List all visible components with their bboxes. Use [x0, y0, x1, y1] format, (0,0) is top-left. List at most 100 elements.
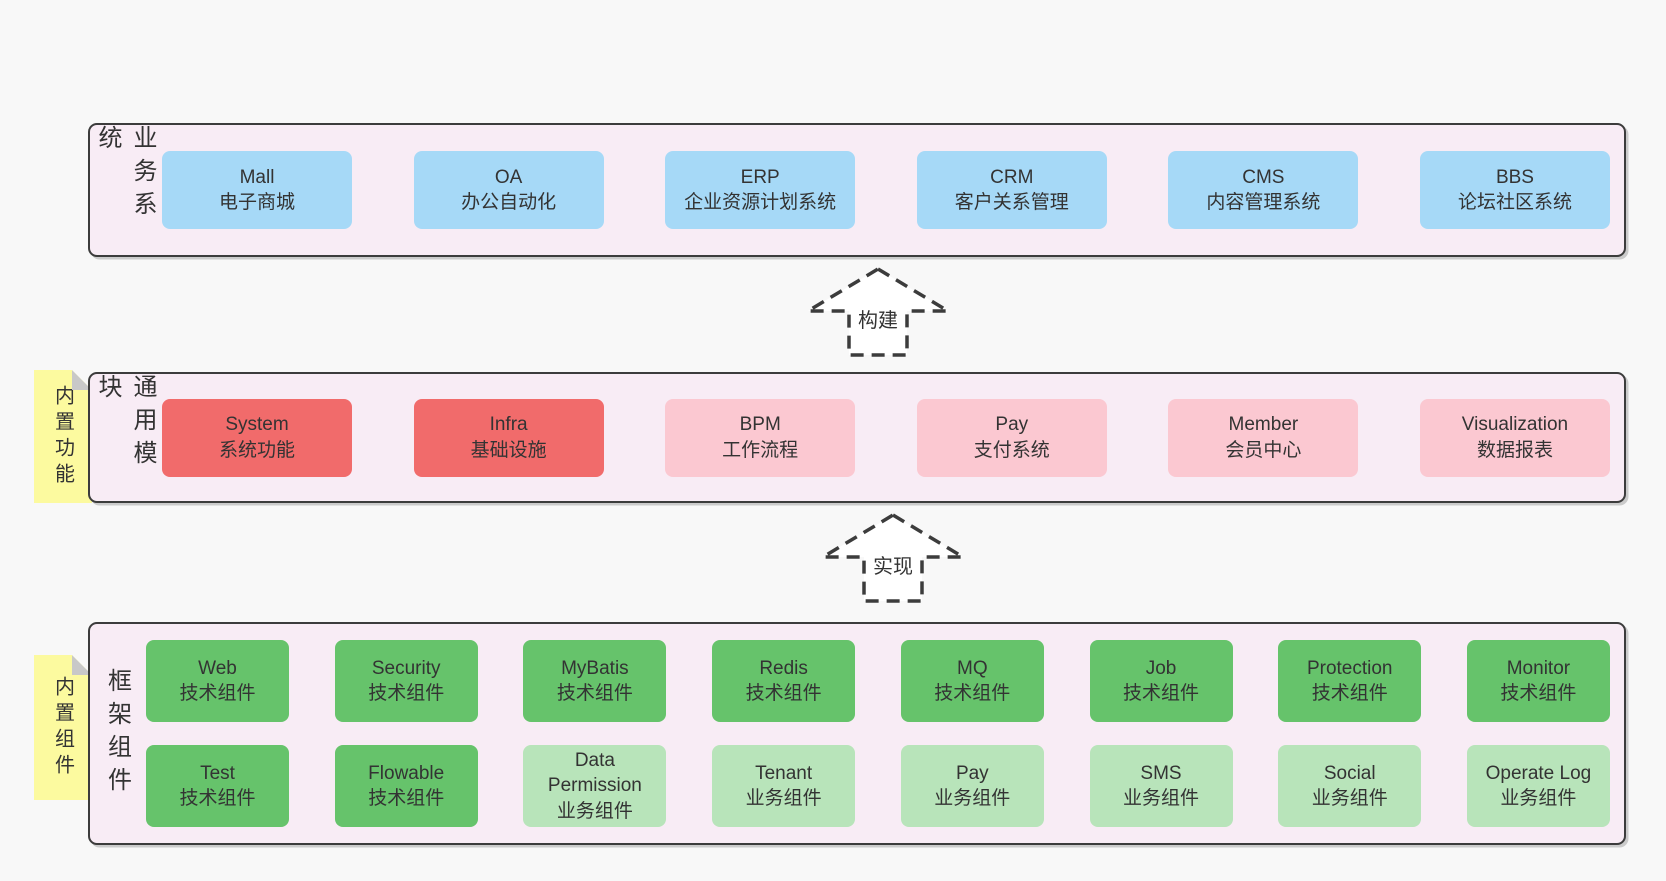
box-title: Pay: [995, 414, 1029, 436]
common-modules-boxes: System 系统功能 Infra 基础设施 BPM 工作流程 Pay 支付系统…: [160, 374, 1624, 501]
box-title: Member: [1228, 414, 1299, 436]
box-subtitle: 技术组件: [745, 683, 822, 704]
box-bpm: BPM 工作流程: [665, 398, 856, 477]
box-subtitle: 技术组件: [556, 683, 633, 704]
box-oa: OA 办公自动化: [413, 151, 604, 229]
box-visualization: Visualization 数据报表: [1419, 398, 1610, 477]
box-web: Web 技术组件: [146, 640, 289, 722]
box-subtitle: 技术组件: [1500, 683, 1577, 704]
box-social: Social 业务组件: [1278, 745, 1422, 827]
box-subtitle: 论坛社区系统: [1457, 192, 1572, 213]
box-redis: Redis 技术组件: [712, 640, 856, 722]
box-subtitle: 客户关系管理: [954, 192, 1069, 213]
box-subtitle: 数据报表: [1476, 439, 1553, 461]
box-job: Job 技术组件: [1089, 640, 1233, 722]
box-subtitle: 技术组件: [368, 788, 445, 809]
box-subtitle: 业务组件: [1500, 788, 1577, 809]
box-subtitle: 支付系统: [973, 439, 1050, 461]
box-subtitle: 工作流程: [722, 439, 799, 461]
box-title: SMS: [1140, 762, 1182, 784]
box-title: Data Permission: [547, 750, 642, 797]
box-title: Security: [371, 657, 441, 679]
box-title: Test: [200, 762, 235, 784]
box-mybatis: MyBatis 技术组件: [523, 640, 667, 722]
framework-components-band: 框架组件 Web 技术组件 Security 技术组件 MyBatis 技术组件…: [88, 622, 1626, 845]
box-title: BPM: [739, 414, 781, 436]
box-member: Member 会员中心: [1168, 398, 1359, 477]
box-flowable: Flowable 技术组件: [334, 745, 478, 827]
box-title: Protection: [1306, 657, 1393, 679]
box-subtitle: 业务组件: [745, 788, 822, 809]
box-subtitle: 系统功能: [218, 439, 295, 461]
box-title: Social: [1323, 762, 1376, 784]
box-subtitle: 业务组件: [1311, 788, 1388, 809]
box-subtitle: 会员中心: [1225, 439, 1302, 461]
box-subtitle: 业务组件: [556, 800, 633, 822]
box-test: Test 技术组件: [146, 745, 289, 827]
implement-arrow: 实现: [818, 510, 968, 606]
box-title: Mall: [239, 166, 275, 188]
box-title: CMS: [1242, 166, 1285, 188]
box-operate-log: Operate Log 业务组件: [1466, 745, 1610, 827]
box-title: Web: [198, 657, 237, 679]
business-systems-boxes: Mall 电子商城 OA 办公自动化 ERP 企业资源计划系统 CRM 客户关系…: [160, 125, 1624, 255]
box-subtitle: 业务组件: [1123, 788, 1200, 809]
box-subtitle: 技术组件: [368, 683, 445, 704]
box-title: ERP: [740, 166, 780, 188]
box-subtitle: 技术组件: [1123, 683, 1200, 704]
framework-components-label: 框架组件: [103, 667, 131, 800]
box-title: Operate Log: [1485, 762, 1592, 784]
box-subtitle: 业务组件: [934, 788, 1011, 809]
common-modules-band: 通用模块 System 系统功能 Infra 基础设施 BPM 工作流程 Pay…: [88, 372, 1626, 503]
box-title: Infra: [489, 414, 528, 436]
box-subtitle: 技术组件: [1311, 683, 1388, 704]
box-crm: CRM 客户关系管理: [916, 151, 1107, 229]
box-subtitle: 技术组件: [179, 683, 256, 704]
builtin-features-note-text: 内置功能: [51, 384, 74, 489]
box-title: System: [225, 414, 289, 436]
box-pay-biz: Pay 业务组件: [900, 745, 1044, 827]
box-subtitle: 电子商城: [218, 192, 295, 213]
box-system: System 系统功能: [162, 398, 352, 477]
box-subtitle: 技术组件: [179, 788, 256, 809]
components-row-2: Test 技术组件 Flowable 技术组件 Data Permission …: [146, 745, 1610, 827]
business-systems-band: 业务系统 Mall 电子商城 OA 办公自动化 ERP 企业资源计划系统 CRM…: [88, 123, 1626, 257]
implement-arrow-label: 实现: [869, 550, 917, 579]
box-subtitle: 基础设施: [470, 439, 547, 461]
box-security: Security 技术组件: [334, 640, 478, 722]
box-title: Pay: [955, 762, 989, 784]
build-arrow-label: 构建: [854, 304, 902, 333]
builtin-features-note: 内置功能: [34, 370, 92, 503]
box-infra: Infra 基础设施: [413, 398, 604, 477]
box-mall: Mall 电子商城: [162, 151, 352, 229]
box-title: Visualization: [1461, 414, 1569, 436]
common-modules-label: 通用模块: [94, 374, 156, 473]
business-systems-label: 业务系统: [94, 125, 156, 224]
box-title: CRM: [990, 166, 1034, 188]
box-title: Redis: [759, 657, 808, 679]
box-title: MQ: [957, 657, 988, 679]
box-title: Flowable: [368, 762, 445, 784]
box-erp: ERP 企业资源计划系统: [665, 151, 856, 229]
builtin-components-note: 内置组件: [34, 655, 92, 800]
box-cms: CMS 内容管理系统: [1168, 151, 1359, 229]
box-bbs: BBS 论坛社区系统: [1419, 151, 1610, 229]
box-title: Job: [1145, 657, 1177, 679]
box-subtitle: 内容管理系统: [1206, 192, 1321, 213]
box-subtitle: 办公自动化: [461, 192, 557, 213]
box-title: MyBatis: [561, 657, 629, 679]
box-title: OA: [494, 166, 523, 188]
box-title: BBS: [1495, 166, 1534, 188]
box-mq: MQ 技术组件: [900, 640, 1044, 722]
box-subtitle: 企业资源计划系统: [684, 192, 837, 213]
build-arrow: 构建: [803, 264, 953, 360]
box-tenant: Tenant 业务组件: [712, 745, 856, 827]
box-title: Tenant: [755, 762, 813, 784]
box-data-permission: Data Permission 业务组件: [523, 745, 667, 827]
box-subtitle: 技术组件: [934, 683, 1011, 704]
box-protection: Protection 技术组件: [1278, 640, 1422, 722]
framework-components-grid: Web 技术组件 Security 技术组件 MyBatis 技术组件 Redi…: [144, 624, 1624, 843]
builtin-components-note-text: 内置组件: [51, 675, 74, 780]
box-sms: SMS 业务组件: [1089, 745, 1233, 827]
